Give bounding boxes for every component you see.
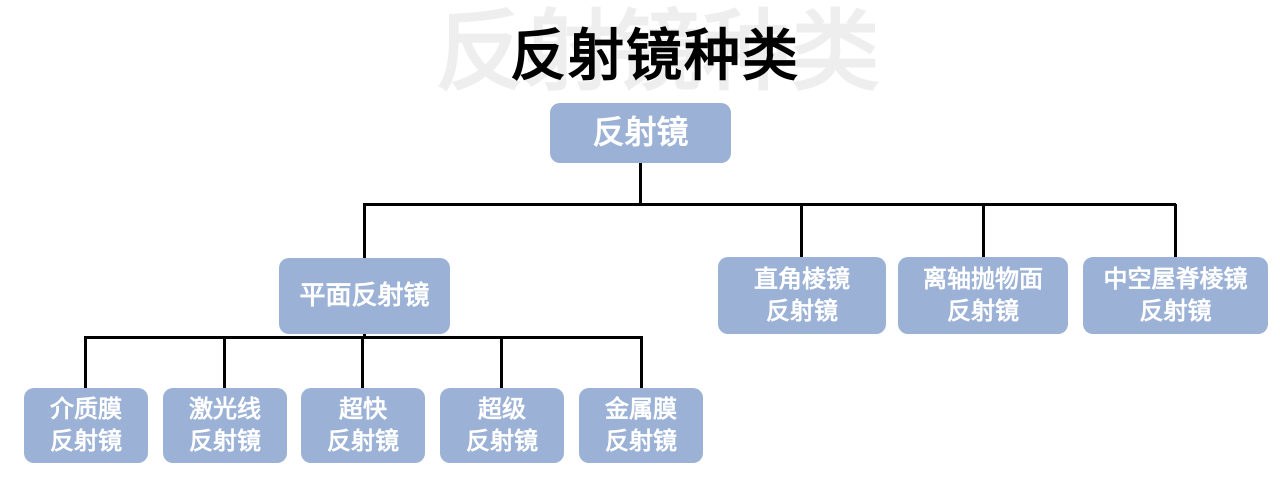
node-laser-line-mirror: 激光线 反射镜 xyxy=(163,388,287,463)
node-plane-mirror: 平面反射镜 xyxy=(279,258,450,334)
diagram-title-watermark: 反射镜种类 xyxy=(435,2,881,101)
connector-drop-ultrafast xyxy=(361,337,364,388)
connector-drop-hollow-roof-prism xyxy=(1174,204,1177,257)
node-super-mirror: 超级 反射镜 xyxy=(440,388,564,463)
node-label-line1: 超级 xyxy=(478,396,526,424)
node-metal-film-mirror: 金属膜 反射镜 xyxy=(579,388,703,463)
node-hollow-roof-prism-mirror: 中空屋脊棱镜 反射镜 xyxy=(1083,257,1268,334)
node-label-line2: 反射镜 xyxy=(766,297,838,325)
connector-drop-right-angle-prism xyxy=(800,204,803,257)
node-label-line2: 反射镜 xyxy=(605,427,677,455)
connector-drop-super xyxy=(500,337,503,388)
connector-drop-dielectric-film xyxy=(84,337,87,388)
node-label-line2: 反射镜 xyxy=(947,297,1019,325)
node-label: 反射镜 xyxy=(592,114,689,151)
node-label-line1: 离轴抛物面 xyxy=(923,266,1043,294)
connector-root-stem xyxy=(639,163,642,206)
node-dielectric-film-mirror: 介质膜 反射镜 xyxy=(24,388,148,463)
node-label: 平面反射镜 xyxy=(299,280,430,311)
node-label-line1: 激光线 xyxy=(189,396,261,424)
node-mirror-root: 反射镜 xyxy=(550,103,731,163)
node-off-axis-parabolic-mirror: 离轴抛物面 反射镜 xyxy=(898,257,1068,334)
node-ultrafast-mirror: 超快 反射镜 xyxy=(301,388,425,463)
node-right-angle-prism-mirror: 直角棱镜 反射镜 xyxy=(718,257,886,334)
node-label-line2: 反射镜 xyxy=(327,427,399,455)
connector-drop-off-axis-parabolic xyxy=(982,204,985,257)
connector-drop-metal-film xyxy=(640,337,643,388)
node-label-line1: 介质膜 xyxy=(50,396,122,424)
node-label-line2: 反射镜 xyxy=(1139,297,1212,325)
diagram-title: 反射镜种类 xyxy=(510,24,800,87)
node-label-line2: 反射镜 xyxy=(189,427,261,455)
connector-level1-horizontal xyxy=(363,203,1176,206)
node-label-line1: 中空屋脊棱镜 xyxy=(1103,266,1248,294)
connector-drop-laser-line xyxy=(223,337,226,388)
node-label-line2: 反射镜 xyxy=(50,427,122,455)
node-label-line1: 直角棱镜 xyxy=(754,266,850,294)
node-label-line2: 反射镜 xyxy=(466,427,538,455)
node-label-line1: 金属膜 xyxy=(605,396,677,424)
connector-drop-plane-mirror xyxy=(363,204,366,258)
node-label-line1: 超快 xyxy=(339,396,387,424)
